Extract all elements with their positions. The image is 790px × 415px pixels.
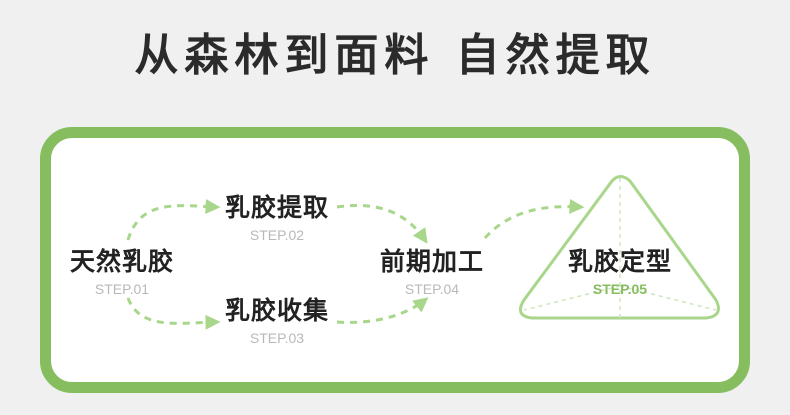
process-card bbox=[40, 127, 750, 393]
step-number: STEP.04 bbox=[404, 281, 460, 297]
step-label: 乳胶提取 bbox=[224, 193, 329, 222]
step-label: 乳胶收集 bbox=[224, 296, 329, 325]
step-number: STEP.05 bbox=[592, 281, 648, 297]
dashed-arrow-icon bbox=[126, 297, 221, 330]
step-number: STEP.01 bbox=[94, 281, 150, 297]
triangle-outline-icon bbox=[518, 175, 720, 320]
dashed-arrow-icon bbox=[336, 297, 429, 324]
step-label: 前期加工 bbox=[379, 247, 484, 276]
page-title: 从森林到面料 自然提取 bbox=[134, 30, 656, 81]
step-node-01: 天然乳胶 STEP.01 bbox=[52, 246, 192, 298]
step-label: 天然乳胶 bbox=[69, 247, 174, 276]
step-number: STEP.02 bbox=[249, 227, 305, 243]
step-node-05: 乳胶定型 STEP.05 bbox=[550, 246, 690, 298]
step-label: 乳胶定型 bbox=[567, 247, 672, 276]
step-node-03: 乳胶收集 STEP.03 bbox=[207, 295, 347, 347]
dashed-arrow-icon bbox=[336, 204, 428, 244]
dashed-arrow-icon bbox=[483, 198, 585, 239]
dashed-arrow-icon bbox=[126, 198, 221, 241]
step-number: STEP.03 bbox=[249, 330, 305, 346]
step-node-04: 前期加工 STEP.04 bbox=[362, 246, 502, 298]
step-node-02: 乳胶提取 STEP.02 bbox=[207, 192, 347, 244]
